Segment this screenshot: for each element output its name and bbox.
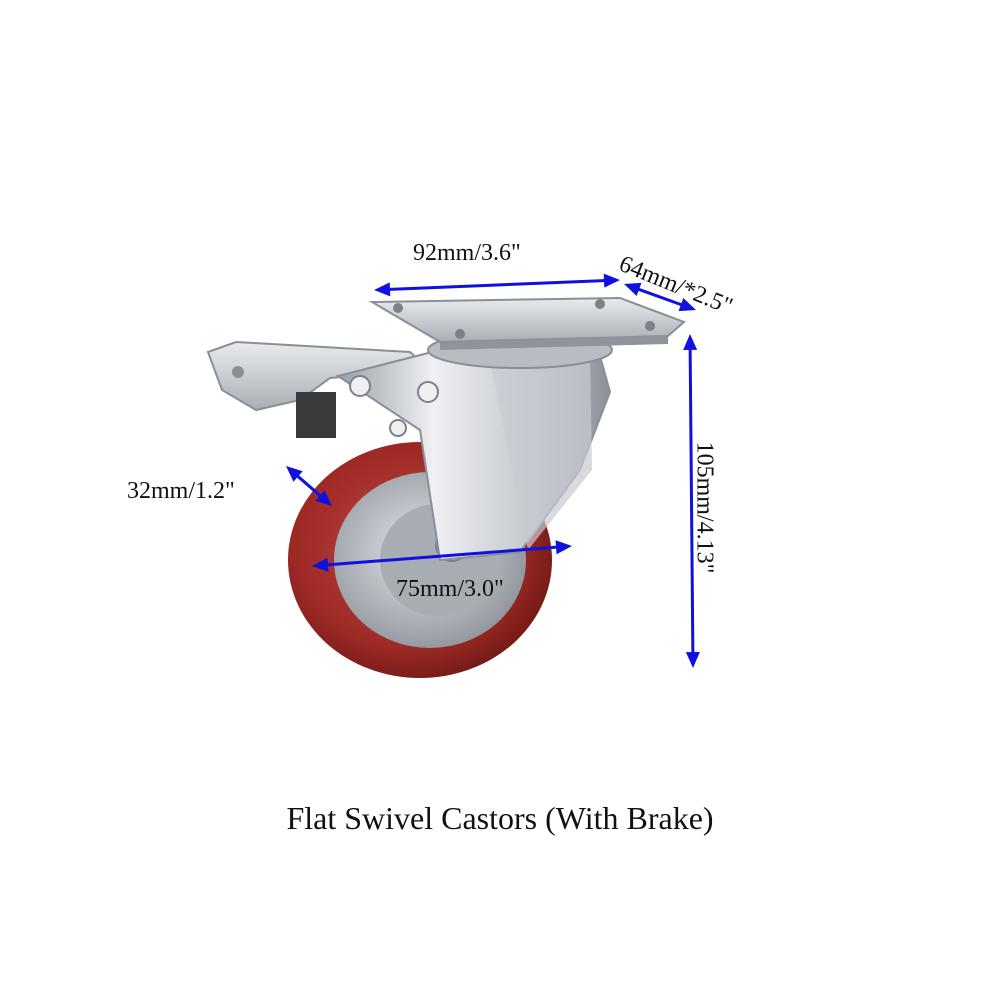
brake-lever (206, 340, 433, 438)
dimension-arrows (286, 273, 700, 668)
rivet (417, 381, 439, 403)
rivet (349, 375, 371, 397)
top-plate (368, 296, 686, 350)
plate-length-arrow (374, 273, 620, 297)
wheel-diameter-arrow (312, 540, 572, 572)
wheel-diameter-label: 75mm/3.0" (396, 576, 504, 602)
plate-width-arrow (624, 282, 696, 312)
overall-height-arrow (683, 334, 700, 668)
wheel-width-arrow (286, 466, 332, 506)
product-caption: Flat Swivel Castors (With Brake) (286, 800, 714, 836)
wheel-width-label: 32mm/1.2" (127, 478, 235, 504)
plate-length-label: 92mm/3.6" (413, 240, 521, 266)
overall-height-label: 105mm/4.13" (691, 441, 718, 574)
rivet (389, 419, 407, 437)
